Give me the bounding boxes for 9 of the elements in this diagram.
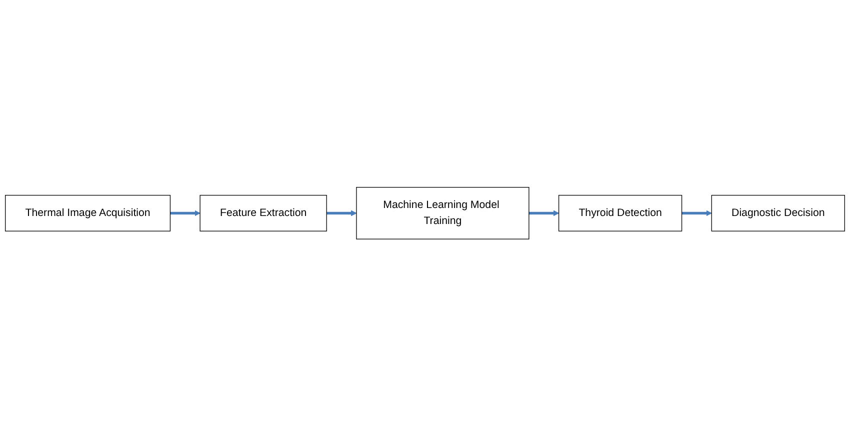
arrow (326, 210, 357, 216)
arrow (528, 210, 560, 216)
node-box: Machine Learning Model Training (356, 187, 530, 240)
node-box: Thermal Image Acquisition (5, 195, 171, 232)
arrow (170, 210, 200, 216)
arrow (682, 210, 712, 216)
node-box: Thyroid Detection (558, 195, 682, 232)
node-box: Feature Extraction (200, 195, 327, 232)
node-box: Diagnostic Decision (711, 195, 845, 232)
